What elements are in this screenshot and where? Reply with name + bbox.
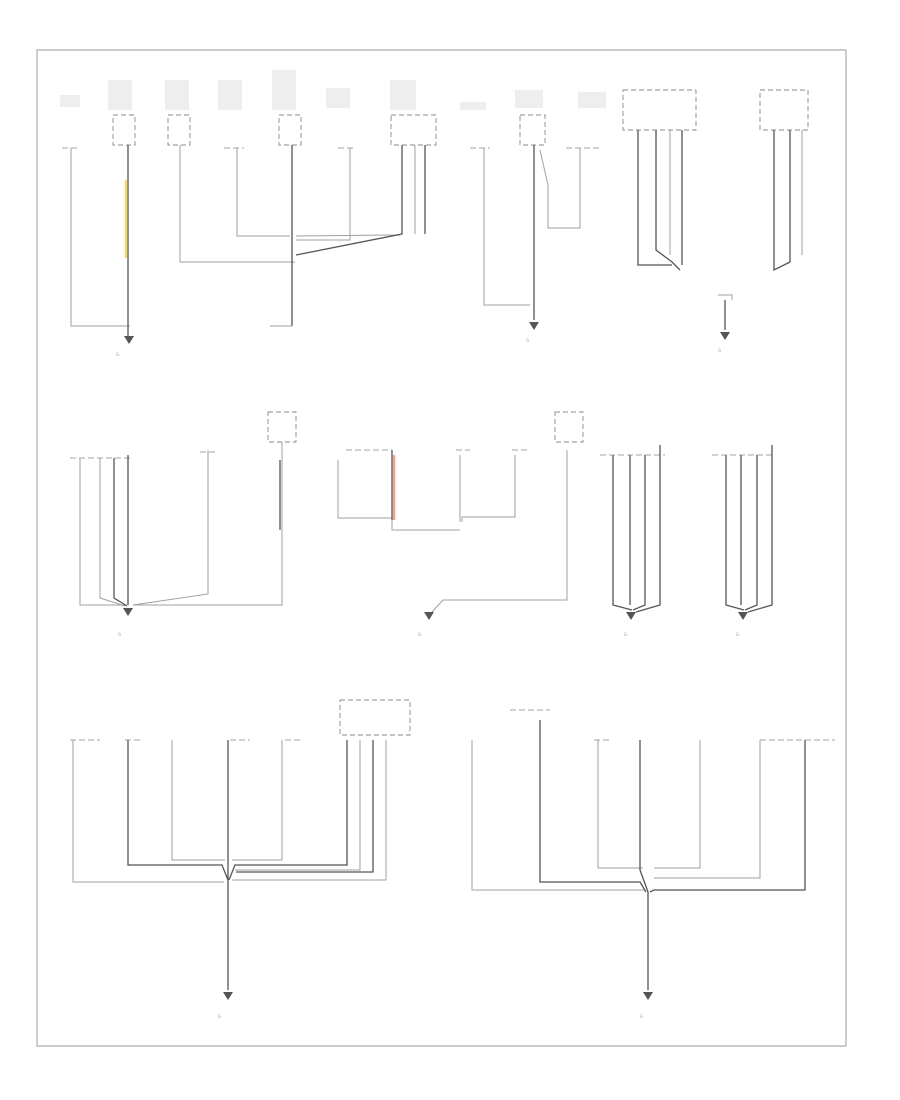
wire — [79, 458, 127, 606]
wire — [391, 520, 460, 531]
wire — [747, 445, 773, 613]
ground-label: G — [218, 1014, 221, 1019]
connector-dash — [70, 449, 775, 459]
ground-symbol — [738, 612, 748, 620]
ground-label: G — [624, 632, 627, 637]
wire — [431, 450, 568, 613]
wire — [725, 455, 745, 611]
wire — [70, 148, 130, 327]
ground-label: G — [736, 632, 739, 637]
top-section: G G G — [60, 70, 809, 357]
ground-symbol — [223, 992, 233, 1000]
ground-symbol — [643, 992, 653, 1000]
wire — [295, 234, 401, 237]
wire — [171, 740, 225, 861]
component-box — [519, 114, 546, 146]
component-box — [390, 114, 437, 146]
middle-section: G G G G — [70, 411, 775, 637]
wire — [236, 148, 290, 237]
wire — [649, 740, 806, 893]
bottom-section: G G — [70, 699, 835, 1019]
ground-symbol — [626, 612, 636, 620]
ground-label: G — [526, 338, 529, 343]
ground-symbol — [529, 322, 539, 330]
wire — [654, 740, 761, 879]
connector-dash — [70, 709, 835, 741]
wire — [232, 740, 283, 861]
wire — [337, 460, 392, 519]
wire — [127, 740, 229, 881]
wire — [773, 130, 791, 272]
wire — [718, 294, 733, 300]
wire — [236, 740, 374, 873]
component-box — [267, 411, 297, 443]
wire — [296, 148, 351, 241]
component-box — [622, 89, 697, 131]
component-box — [339, 699, 411, 736]
wire — [639, 740, 649, 893]
wire — [132, 450, 209, 606]
ground-symbol — [720, 332, 730, 340]
wire — [133, 442, 283, 606]
wire — [539, 148, 581, 229]
wire — [99, 458, 126, 607]
wire — [539, 720, 647, 893]
ground-label: G — [118, 632, 121, 637]
wire — [461, 455, 516, 522]
component-box — [112, 114, 136, 146]
ground-label: G — [640, 1014, 643, 1019]
ground-label: G — [418, 632, 421, 637]
component-box — [167, 114, 191, 146]
diagram-frame — [36, 49, 847, 1047]
wire — [635, 445, 661, 613]
wire — [295, 145, 403, 256]
ground-symbol — [124, 336, 134, 344]
wire — [597, 740, 643, 869]
wire — [72, 740, 224, 883]
wire — [655, 130, 681, 271]
wire — [612, 455, 633, 611]
component-box — [554, 411, 584, 443]
wire — [113, 458, 128, 607]
wire — [228, 740, 348, 881]
wire — [179, 145, 295, 263]
ground-label: G — [116, 352, 119, 357]
component-box — [759, 89, 809, 131]
wire — [632, 455, 646, 611]
ground-symbol — [123, 608, 133, 616]
wire — [744, 455, 758, 611]
wire — [483, 148, 530, 306]
ground-symbol — [424, 612, 434, 620]
wire — [232, 740, 387, 881]
wire — [654, 740, 701, 869]
wire — [235, 740, 361, 871]
ground-label: G — [718, 348, 721, 353]
top-component-labels — [60, 70, 606, 110]
wire — [637, 130, 672, 266]
component-box — [278, 114, 302, 146]
wire — [471, 740, 645, 891]
